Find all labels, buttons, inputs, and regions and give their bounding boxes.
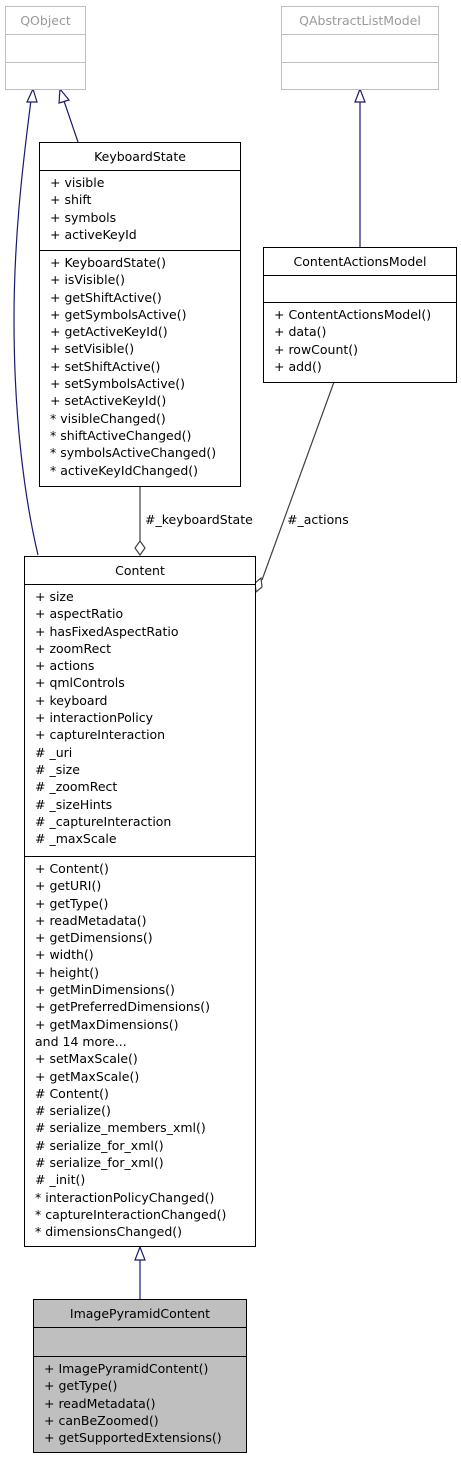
actions-composition-edge — [261, 381, 335, 581]
attribute: # _maxScale — [35, 831, 117, 847]
method: * activeKeyIdChanged() — [50, 462, 199, 478]
attribute: + shift — [50, 192, 92, 208]
method: # serialize_for_xml() — [35, 1155, 164, 1171]
keyboardstate-edge-label: #_keyboardState — [145, 512, 253, 527]
method: * interactionPolicyChanged() — [35, 1189, 215, 1205]
attribute: + qmlControls — [35, 675, 125, 691]
method: * visibleChanged() — [50, 410, 166, 426]
attribute: # _zoomRect — [35, 779, 118, 795]
keyboardstate-composition-diamond — [134, 539, 146, 557]
attributes-section: + visible + shift + symbols + activeKeyI… — [40, 170, 240, 250]
method: + getMaxScale() — [35, 1068, 140, 1084]
methods-section: + ImagePyramidContent() + getType() + re… — [34, 1356, 246, 1446]
methods-section — [6, 62, 85, 89]
attribute: # _uri — [35, 744, 73, 760]
class-keyboardstate: KeyboardState + visible + shift + symbol… — [39, 142, 241, 487]
method: + setShiftActive() — [50, 358, 161, 374]
method: + setVisible() — [50, 341, 135, 357]
class-title: ContentActionsModel — [293, 254, 427, 269]
method: + width() — [35, 947, 94, 963]
method: + canBeZoomed() — [44, 1412, 159, 1428]
qobject-inheritance-arrowhead — [26, 87, 38, 103]
keyboardstate-inheritance-arrowhead — [58, 87, 71, 104]
method: + data() — [274, 324, 327, 340]
attributes-section — [264, 275, 456, 302]
method: + isVisible() — [50, 272, 126, 288]
attributes-section: + size + aspectRatio + hasFixedAspectRat… — [25, 584, 255, 856]
method: * dimensionsChanged() — [35, 1224, 183, 1240]
class-contentactionsmodel: ContentActionsModel + ContentActionsMode… — [263, 247, 457, 383]
method: + readMetadata() — [44, 1395, 156, 1411]
attribute: + symbols — [50, 209, 117, 225]
method: + getMaxDimensions() — [35, 1016, 179, 1032]
class-imagepyramidcontent: ImagePyramidContent + ImagePyramidConten… — [33, 1299, 247, 1453]
attribute: + activeKeyId — [50, 226, 137, 242]
method: + setMaxScale() — [35, 1051, 138, 1067]
method: + ContentActionsModel() — [274, 307, 432, 322]
actions-composition-diamond — [254, 576, 263, 594]
attribute: + interactionPolicy — [35, 710, 154, 726]
method: + getType() — [44, 1378, 118, 1394]
attributes-section — [6, 34, 85, 62]
class-content: Content + size + aspectRatio + hasFixedA… — [24, 556, 256, 1247]
attribute: + actions — [35, 658, 95, 674]
method: + getDimensions() — [35, 930, 153, 946]
method: + KeyboardState() — [50, 255, 167, 270]
class-title: QAbstractListModel — [299, 13, 421, 28]
method: + getURI() — [35, 878, 102, 894]
class-title: ImagePyramidContent — [69, 1306, 211, 1321]
attributes-section — [282, 34, 438, 62]
method: + getShiftActive() — [50, 289, 162, 305]
methods-section — [282, 62, 438, 89]
method: + getMinDimensions() — [35, 982, 175, 998]
method: * captureInteractionChanged() — [35, 1206, 227, 1222]
method: + readMetadata() — [35, 912, 147, 928]
class-title: KeyboardState — [94, 149, 186, 164]
class-qabstractlistmodel: QAbstractListModel — [281, 6, 439, 90]
method: + rowCount() — [274, 341, 359, 357]
attribute: + hasFixedAspectRatio — [35, 623, 179, 639]
attribute: + size — [35, 589, 74, 604]
method: + getActiveKeyId() — [50, 324, 168, 340]
method: # serialize_members_xml() — [35, 1120, 206, 1136]
method: + Content() — [35, 861, 109, 876]
method: * shiftActiveChanged() — [50, 427, 192, 443]
class-title: Content — [115, 563, 165, 578]
method: # serialize() — [35, 1103, 111, 1119]
method: + setActiveKeyId() — [50, 393, 167, 409]
method: + getType() — [35, 895, 109, 911]
method: * symbolsActiveChanged() — [50, 445, 217, 461]
method: # Content() — [35, 1085, 109, 1101]
attribute: + zoomRect — [35, 640, 112, 656]
methods-section: + Content() + getURI() + getType() + rea… — [25, 856, 255, 1241]
attribute: + visible — [50, 175, 105, 190]
method: # serialize_for_xml() — [35, 1137, 164, 1153]
method: + ImagePyramidContent() — [44, 1361, 209, 1376]
content-inheritance-arrowhead — [134, 1245, 146, 1261]
method: + getPreferredDimensions() — [35, 999, 211, 1015]
content-to-qobject-edge — [13, 99, 39, 556]
actions-edge-label: #_actions — [287, 512, 349, 527]
attribute: # _captureInteraction — [35, 813, 172, 829]
method: + getSupportedExtensions() — [44, 1430, 222, 1446]
listmodel-inheritance-arrowhead — [354, 87, 366, 103]
attribute: # _sizeHints — [35, 796, 113, 812]
attribute: # _size — [35, 761, 80, 777]
method: # _init() — [35, 1172, 86, 1188]
methods-section: + ContentActionsModel() + data() + rowCo… — [264, 302, 456, 375]
methods-section: + KeyboardState() + isVisible() + getShi… — [40, 250, 240, 479]
class-qobject: QObject — [5, 6, 86, 90]
attribute: + aspectRatio — [35, 606, 124, 622]
attribute: + keyboard — [35, 692, 108, 708]
attributes-section — [34, 1327, 246, 1356]
keyboardstate-to-qobject-edge — [63, 100, 79, 143]
method: + getSymbolsActive() — [50, 306, 187, 322]
method: and 14 more... — [35, 1033, 127, 1049]
attribute: + captureInteraction — [35, 727, 166, 743]
method: + setSymbolsActive() — [50, 376, 186, 392]
class-title: QObject — [20, 13, 71, 28]
method: + height() — [35, 964, 100, 980]
method: + add() — [274, 358, 322, 374]
